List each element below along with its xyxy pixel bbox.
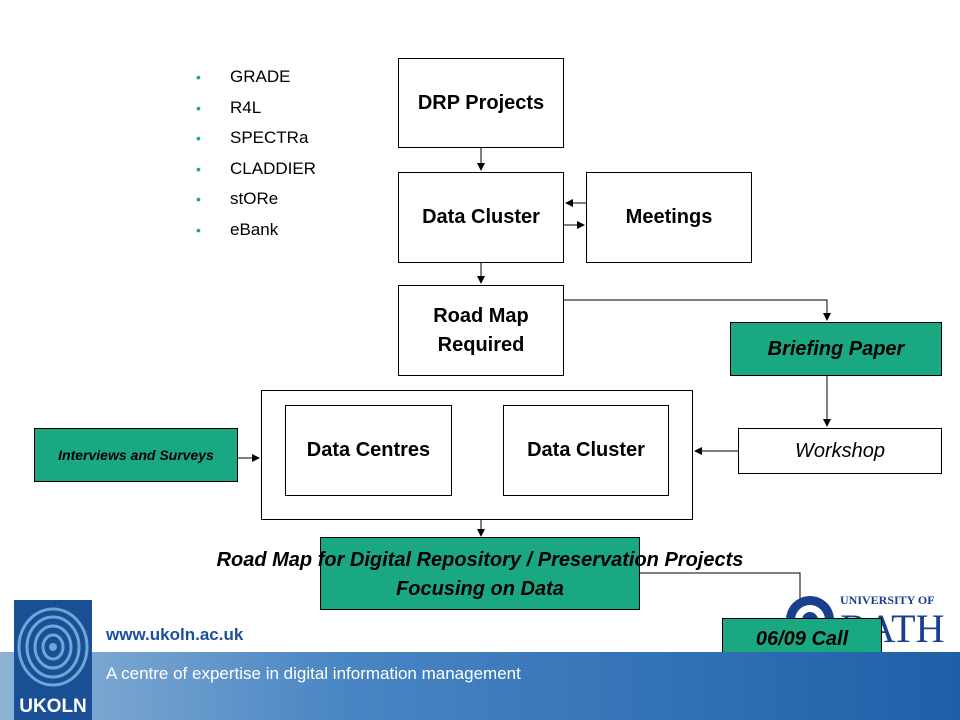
ukoln-eye-icon bbox=[17, 607, 89, 687]
ukoln-logo: UKOLN bbox=[14, 600, 92, 720]
road-map-output-box bbox=[320, 537, 640, 610]
road-map-required-line2: Required bbox=[437, 333, 525, 356]
ukoln-url-link[interactable]: www.ukoln.ac.uk bbox=[106, 625, 244, 644]
road-map-required-box: Road Map Required bbox=[398, 285, 564, 376]
list-item: CLADDIER bbox=[196, 154, 316, 185]
data-cluster-top-box: Data Cluster bbox=[398, 172, 564, 263]
data-centres-label: Data Centres bbox=[306, 439, 431, 461]
workshop-label: Workshop bbox=[794, 439, 886, 462]
data-cluster-mid-label: Data Cluster bbox=[527, 439, 645, 461]
briefing-paper-label: Briefing Paper bbox=[767, 337, 905, 360]
drp-projects-label: DRP Projects bbox=[417, 91, 545, 114]
list-item: R4L bbox=[196, 93, 316, 124]
ukoln-logo-text: UKOLN bbox=[19, 696, 87, 717]
data-cluster-top-label: Data Cluster bbox=[422, 206, 540, 228]
drp-projects-box: DRP Projects bbox=[398, 58, 564, 148]
footer-tagline: A centre of expertise in digital informa… bbox=[106, 664, 521, 683]
road-map-required-line1: Road Map bbox=[433, 304, 529, 327]
footer-bar bbox=[0, 652, 960, 720]
list-item: SPECTRa bbox=[196, 123, 316, 154]
project-list: GRADE R4L SPECTRa CLADDIER stORe eBank bbox=[196, 62, 316, 246]
interviews-surveys-label: Interviews and Surveys bbox=[58, 446, 214, 463]
road-map-title-line1: Road Map for Digital Repository / Preser… bbox=[216, 549, 744, 571]
list-item: stORe bbox=[196, 184, 316, 215]
data-cluster-mid-box: Data Cluster bbox=[503, 405, 669, 496]
interviews-surveys-box: Interviews and Surveys bbox=[34, 428, 238, 482]
call-label: 06/09 Call bbox=[755, 627, 849, 650]
list-item: eBank bbox=[196, 215, 316, 246]
briefing-paper-box: Briefing Paper bbox=[730, 322, 942, 376]
meetings-box: Meetings bbox=[586, 172, 752, 263]
road-map-title-line2: Focusing on Data bbox=[396, 578, 564, 600]
meetings-label: Meetings bbox=[625, 206, 713, 228]
workshop-box: Workshop bbox=[738, 428, 942, 474]
arrow-roadmap-to-briefing bbox=[564, 299, 831, 321]
data-centres-box: Data Centres bbox=[285, 405, 452, 496]
bath-logo-line1: UNIVERSITY OF bbox=[840, 593, 935, 607]
list-item: GRADE bbox=[196, 62, 316, 93]
